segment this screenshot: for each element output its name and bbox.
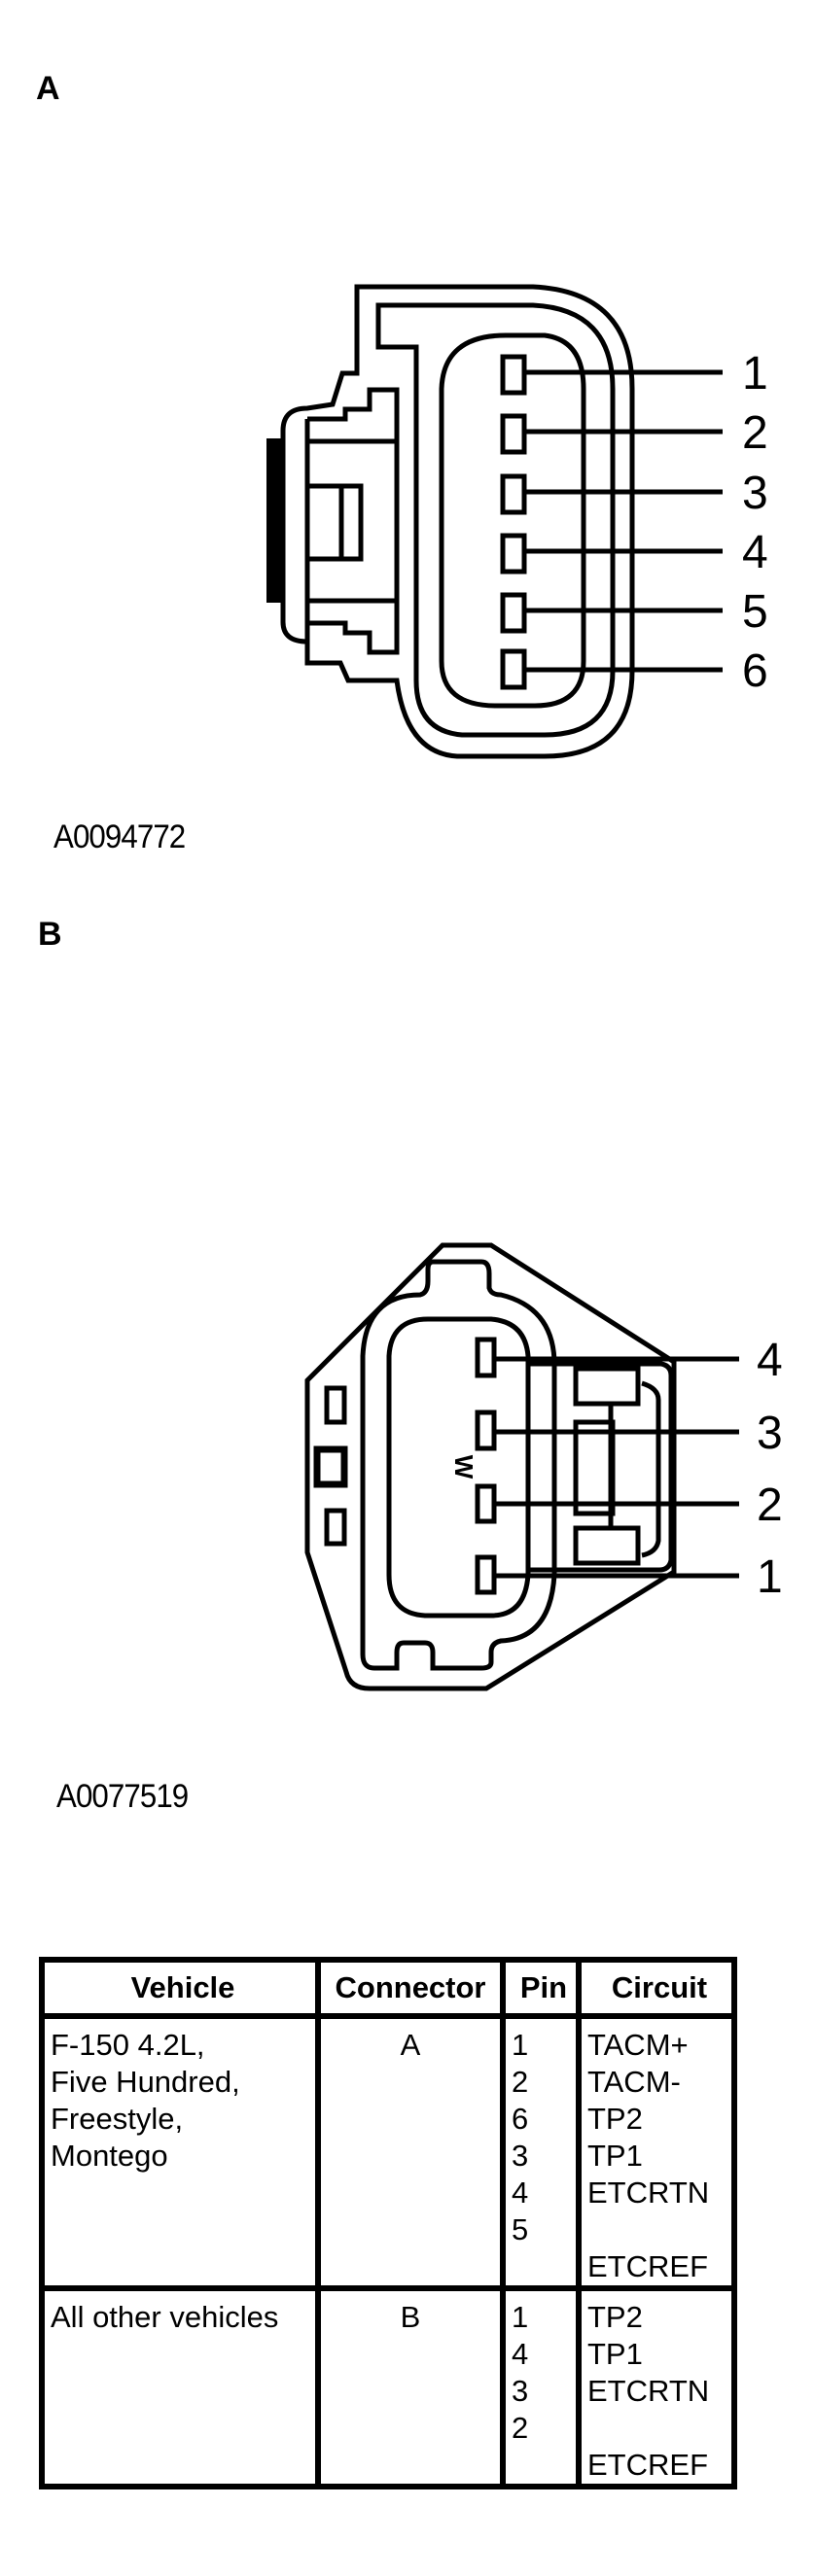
pin-value: 3 bbox=[512, 2374, 529, 2408]
pin-label-a-4: 4 bbox=[742, 527, 768, 578]
vehicle-line: F-150 4.2L, bbox=[51, 2028, 205, 2062]
circuit-value: ETCRTN bbox=[587, 2374, 710, 2408]
circuit-value: ETCREF bbox=[587, 2249, 708, 2283]
pin-label-b-2: 2 bbox=[757, 1479, 783, 1531]
pin-label-b-1: 1 bbox=[757, 1551, 783, 1603]
circuit-value bbox=[587, 2211, 731, 2248]
circuit-value: ETCREF bbox=[587, 2448, 708, 2482]
connector-a-diagram: 1 2 3 4 5 6 bbox=[266, 284, 768, 759]
circuit-value bbox=[587, 2410, 731, 2447]
vehicle-line: Freestyle, bbox=[51, 2102, 184, 2136]
table-row: F-150 4.2L, Five Hundred, Freestyle, Mon… bbox=[39, 2013, 737, 2291]
pin-value: 2 bbox=[512, 2411, 529, 2445]
cell-connector: B bbox=[315, 2285, 506, 2489]
header-pin: Pin bbox=[500, 1957, 582, 2019]
cell-vehicle: All other vehicles bbox=[39, 2285, 321, 2489]
table-row: All other vehicles B 1 4 3 2 TP2 TP1 ETC… bbox=[39, 2285, 737, 2489]
pin-label-b-4: 4 bbox=[757, 1335, 783, 1386]
circuit-value: TP1 bbox=[587, 2139, 643, 2173]
figure-id-a: A0094772 bbox=[53, 818, 186, 855]
cell-connector: A bbox=[315, 2013, 506, 2291]
connector-value: A bbox=[400, 2028, 421, 2062]
header-vehicle: Vehicle bbox=[39, 1957, 321, 2019]
circuit-value: TACM+ bbox=[587, 2028, 689, 2062]
cell-vehicle: F-150 4.2L, Five Hundred, Freestyle, Mon… bbox=[39, 2013, 321, 2291]
connector-value: B bbox=[400, 2300, 421, 2334]
cell-pin: 1 4 3 2 bbox=[500, 2285, 582, 2489]
circuit-value: TP1 bbox=[587, 2337, 643, 2371]
pin-value: 4 bbox=[512, 2176, 529, 2210]
pin-label-a-6: 6 bbox=[742, 645, 768, 697]
pin-value: 5 bbox=[512, 2212, 529, 2246]
cell-circuit: TP2 TP1 ETCRTN ETCREF bbox=[576, 2285, 737, 2489]
section-letter-b: B bbox=[38, 916, 62, 953]
pin-label-a-1: 1 bbox=[742, 348, 768, 400]
header-circuit: Circuit bbox=[576, 1957, 737, 2019]
pin-value bbox=[512, 2248, 576, 2285]
pin-value: 2 bbox=[512, 2065, 529, 2099]
pin-value: 6 bbox=[512, 2102, 529, 2136]
connector-b-diagram: W 4 3 2 1 bbox=[304, 1242, 783, 1691]
pin-label-a-5: 5 bbox=[742, 586, 768, 638]
pin-value: 4 bbox=[512, 2337, 529, 2371]
circuit-value: ETCRTN bbox=[587, 2176, 710, 2210]
pin-label-a-2: 2 bbox=[742, 407, 768, 459]
pin-value: 1 bbox=[512, 2300, 529, 2334]
pin-label-b-3: 3 bbox=[757, 1408, 783, 1459]
pin-value: 1 bbox=[512, 2028, 529, 2062]
figure-id-b: A0077519 bbox=[56, 1778, 189, 1815]
pin-label-a-3: 3 bbox=[742, 468, 768, 519]
circuit-value: TACM- bbox=[587, 2065, 681, 2099]
vehicle-line: Five Hundred, bbox=[51, 2065, 240, 2099]
circuit-value: TP2 bbox=[587, 2300, 643, 2334]
vehicle-line: Montego bbox=[51, 2139, 168, 2173]
pin-value bbox=[512, 2447, 576, 2484]
vehicle-line: All other vehicles bbox=[51, 2300, 279, 2334]
pin-value: 3 bbox=[512, 2139, 529, 2173]
circuit-value: TP2 bbox=[587, 2102, 643, 2136]
header-connector: Connector bbox=[315, 1957, 506, 2019]
section-letter-a: A bbox=[36, 70, 60, 107]
housing-mark: W bbox=[449, 1455, 478, 1479]
table-header-row: Vehicle Connector Pin Circuit bbox=[39, 1957, 737, 2019]
cell-circuit: TACM+ TACM- TP2 TP1 ETCRTN ETCREF bbox=[576, 2013, 737, 2291]
pinout-table: Vehicle Connector Pin Circuit F-150 4.2L… bbox=[39, 1957, 737, 2489]
cell-pin: 1 2 6 3 4 5 bbox=[500, 2013, 582, 2291]
